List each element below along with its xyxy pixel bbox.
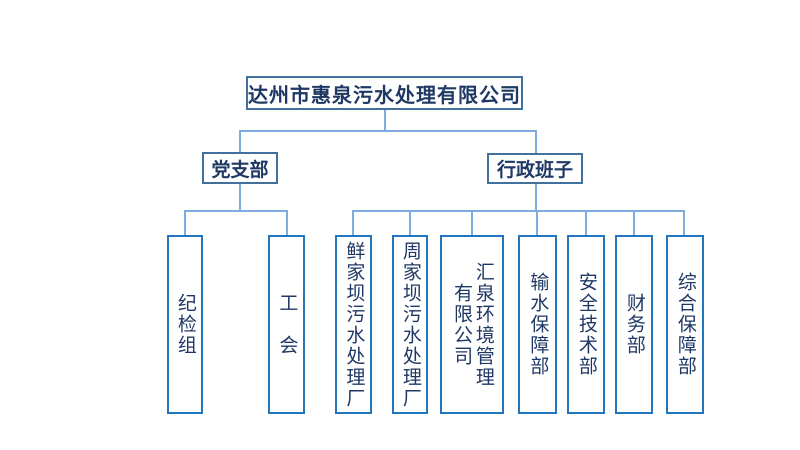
org-node-label: 周家坝污水处理厂 (399, 240, 421, 409)
org-node-water-supply-dept: 输水保障部 (518, 235, 557, 414)
connector-admin-drop (535, 130, 537, 155)
org-node-root: 达州市惠泉污水处理有限公司 (246, 76, 523, 110)
org-node-finance-dept: 财务部 (615, 235, 653, 414)
connector-admin-bus (352, 210, 685, 212)
org-node-huiquan-company: 汇泉环境管理 有限公司 (440, 235, 504, 414)
org-node-label: 财务部 (623, 293, 645, 356)
org-node-admin-team: 行政班子 (487, 153, 583, 184)
org-node-xianjiaba-plant: 鲜家坝污水处理厂 (335, 235, 372, 414)
connector-admin-down (535, 183, 537, 212)
connector-drop-union (286, 210, 288, 236)
org-node-zhoujiaba-plant: 周家坝污水处理厂 (392, 235, 428, 414)
connector-party-drop (239, 130, 241, 154)
org-node-safety-tech-dept: 安全技术部 (567, 235, 605, 414)
org-node-label: 汇泉环境管理 有限公司 (451, 261, 494, 388)
connector-root-drop (384, 108, 386, 132)
connector-drop-water-supply (536, 210, 538, 236)
org-node-label: 鲜家坝污水处理厂 (343, 240, 365, 409)
connector-drop-discipline (184, 210, 186, 236)
connector-level2-bus (239, 130, 537, 132)
org-node-label: 安全技术部 (575, 272, 597, 377)
connector-drop-huiquan (471, 210, 473, 236)
org-node-label: 纪检组 (174, 293, 196, 356)
org-node-party-branch: 党支部 (202, 152, 278, 184)
connector-drop-safety-tech (585, 210, 587, 236)
org-node-discipline-inspection: 纪检组 (167, 235, 203, 414)
org-node-labor-union: 工 会 (268, 235, 305, 414)
org-node-label: 综合保障部 (674, 272, 696, 377)
connector-drop-general-support (683, 210, 685, 236)
connector-drop-finance (633, 210, 635, 236)
org-node-general-support-dept: 综合保障部 (666, 235, 704, 414)
connector-drop-xianjiaba (352, 210, 354, 236)
org-node-label: 输水保障部 (527, 272, 549, 377)
connector-party-down (239, 183, 241, 212)
org-node-label: 工 会 (276, 293, 298, 356)
connector-party-bus (184, 210, 288, 212)
connector-drop-zhoujiaba (409, 210, 411, 236)
